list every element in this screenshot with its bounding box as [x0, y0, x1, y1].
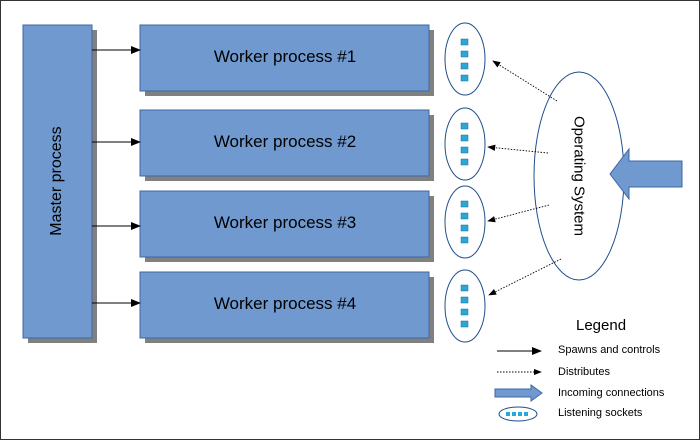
- listening-sockets-ellipse: [444, 269, 486, 343]
- socket-icon: [460, 308, 469, 316]
- socket-icon: [524, 412, 528, 416]
- legend-symbols: [494, 347, 543, 422]
- socket-icon: [460, 50, 469, 58]
- socket-group-3: [444, 185, 486, 259]
- socket-icon: [460, 296, 469, 304]
- incoming-connections-arrow: [609, 147, 683, 201]
- worker-3: [139, 190, 434, 262]
- socket-group-1: [444, 22, 486, 96]
- socket-icon: [518, 412, 522, 416]
- worker-1: [139, 24, 434, 96]
- master-process-label: Master process: [48, 126, 65, 236]
- socket-icon: [460, 62, 469, 70]
- socket-icon: [460, 212, 469, 220]
- worker-2-label: Worker process #2: [213, 132, 357, 151]
- socket-icon: [460, 74, 469, 82]
- legend-item-incoming: Incoming connections: [558, 387, 665, 399]
- listening-sockets-ellipse: [444, 22, 486, 96]
- distribute-arrow-1: [492, 60, 558, 102]
- listening-sockets-ellipse: [444, 185, 486, 259]
- listening-sockets-ellipse: [444, 107, 486, 181]
- distribute-arrow-4: [488, 258, 562, 296]
- legend-block-arrow-icon: [494, 384, 543, 402]
- socket-icon: [460, 146, 469, 154]
- worker-box: [139, 24, 430, 92]
- socket-icon: [460, 122, 469, 130]
- socket-icon: [460, 320, 469, 328]
- socket-group-2: [444, 107, 486, 181]
- worker-box: [139, 109, 430, 177]
- worker-2: [139, 109, 434, 181]
- socket-icon: [460, 158, 469, 166]
- worker-4: [139, 271, 434, 343]
- legend-title: Legend: [576, 317, 627, 334]
- worker-box: [139, 271, 430, 339]
- master-process-box: [22, 24, 93, 339]
- legend-item-spawns: Spawns and controls: [558, 344, 661, 356]
- socket-icon: [460, 224, 469, 232]
- socket-icon: [460, 236, 469, 244]
- distribute-arrow-2: [487, 144, 549, 154]
- worker-4-label: Worker process #4: [213, 294, 357, 313]
- legend-item-listening: Listening sockets: [558, 407, 643, 419]
- worker-box: [139, 190, 430, 258]
- worker-3-label: Worker process #3: [213, 213, 357, 232]
- socket-icon: [506, 412, 510, 416]
- socket-icon: [460, 200, 469, 208]
- operating-system-label: Operating System: [570, 115, 588, 237]
- socket-group-4: [444, 269, 486, 343]
- legend-item-distributes: Distributes: [558, 366, 610, 378]
- socket-icon: [460, 134, 469, 142]
- socket-icon: [512, 412, 516, 416]
- worker-1-label: Worker process #1: [213, 47, 357, 66]
- socket-icon: [460, 38, 469, 46]
- socket-icon: [460, 284, 469, 292]
